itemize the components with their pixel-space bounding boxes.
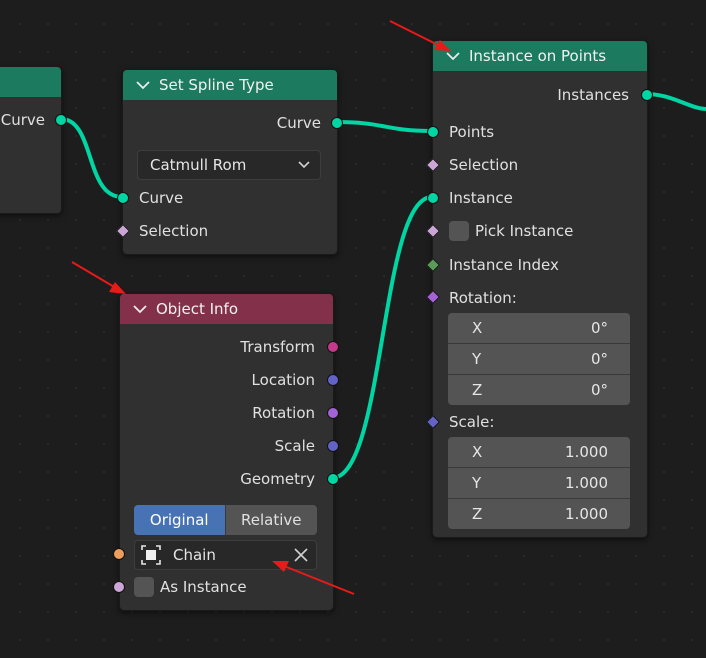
chevron-down-icon [298, 161, 310, 169]
spline-type-value: Catmull Rom [150, 156, 247, 174]
collapse-chevron-icon[interactable] [133, 304, 147, 314]
input-selection-label: Selection [449, 156, 519, 174]
input-as-instance-socket[interactable] [113, 581, 125, 593]
node-left-partial[interactable]: Curve [0, 66, 67, 214]
scale-label: Scale: [449, 413, 495, 431]
output-geometry-socket[interactable] [327, 473, 339, 485]
node-title: Instance on Points [469, 47, 607, 65]
output-curve-socket[interactable] [331, 117, 343, 129]
output-geometry-label: Geometry [240, 470, 315, 488]
node-object-info-header[interactable]: Object Info [120, 294, 333, 324]
output-curve-label: Curve [276, 114, 321, 132]
object-field[interactable]: Chain [134, 540, 317, 570]
node-object-info[interactable]: Object Info Transform Location Rotation … [113, 293, 339, 611]
output-instances-socket[interactable] [641, 89, 653, 101]
annotation-arrow-chain-field [272, 561, 355, 595]
output-curve-label: Curve [0, 111, 45, 129]
instance-index-label: Instance Index [449, 256, 559, 274]
collapse-chevron-icon[interactable] [136, 80, 150, 90]
output-transform-label: Transform [240, 338, 315, 356]
link-curve-to-set-spline [60, 117, 123, 199]
link-geometry-to-instance [331, 195, 433, 480]
transform-space-toggle[interactable]: Original Relative [134, 505, 317, 535]
spline-type-dropdown[interactable]: Catmull Rom [137, 150, 321, 180]
output-scale-label: Scale [274, 437, 315, 455]
as-instance-label: As Instance [160, 578, 247, 596]
node-instance-on-points[interactable]: Instance on Points Instances Points Sele… [425, 40, 653, 538]
toggle-original[interactable]: Original [134, 505, 225, 535]
pick-instance-label: Pick Instance [475, 222, 574, 240]
input-points-socket[interactable] [427, 126, 439, 138]
output-rotation-label: Rotation [252, 404, 315, 422]
node-title: Set Spline Type [159, 76, 274, 94]
rotation-label: Rotation: [449, 289, 517, 307]
input-curve-label: Curve [139, 189, 184, 207]
output-transform-socket[interactable] [327, 341, 339, 353]
input-instance-label: Instance [449, 189, 513, 207]
output-curve-socket[interactable] [55, 114, 67, 126]
node-set-spline-type-header[interactable]: Set Spline Type [123, 70, 337, 100]
input-points-label: Points [449, 123, 495, 141]
input-instance-socket[interactable] [427, 192, 439, 204]
toggle-relative[interactable]: Relative [224, 505, 317, 535]
annotation-arrow-object-info [71, 261, 126, 294]
output-rotation-socket[interactable] [327, 407, 339, 419]
collapse-chevron-icon[interactable] [446, 51, 460, 61]
output-location-label: Location [251, 371, 315, 389]
input-curve-socket[interactable] [117, 192, 129, 204]
input-selection-label: Selection [139, 222, 209, 240]
pick-instance-checkbox[interactable] [449, 221, 469, 241]
input-object-socket[interactable] [113, 548, 125, 560]
output-location-socket[interactable] [327, 374, 339, 386]
object-icon [141, 545, 161, 565]
node-set-spline-type[interactable]: Set Spline Type Curve Catmull Rom Curve … [115, 69, 343, 255]
output-instances-label: Instances [557, 86, 629, 104]
as-instance-checkbox[interactable] [134, 577, 154, 597]
output-scale-socket[interactable] [327, 440, 339, 452]
node-instance-on-points-header[interactable]: Instance on Points [433, 41, 647, 71]
annotation-arrow-instance-on-points [389, 20, 451, 51]
link-set-spline-to-points [335, 120, 433, 133]
node-title: Object Info [156, 300, 239, 318]
node-left-partial-header[interactable] [0, 67, 61, 97]
object-field-value: Chain [173, 546, 216, 564]
close-icon[interactable] [294, 548, 308, 562]
